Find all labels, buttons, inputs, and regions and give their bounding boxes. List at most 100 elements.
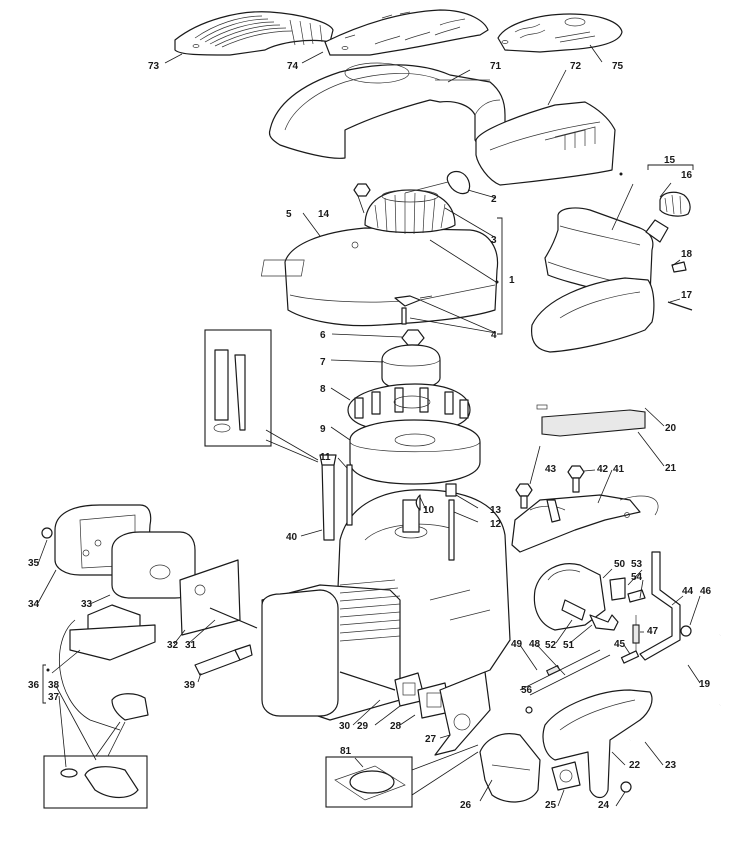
callout-14[interactable]: 14 <box>318 209 330 220</box>
callout-25[interactable]: 25 <box>545 800 557 811</box>
carburetor-26[interactable] <box>479 733 541 803</box>
callout-42[interactable]: 42 <box>597 464 609 475</box>
callout-31[interactable]: 31 <box>185 640 197 651</box>
callout-28[interactable]: 28 <box>390 721 402 732</box>
stud-31[interactable] <box>209 607 258 629</box>
clamp-53[interactable] <box>609 577 626 601</box>
muffler-gasket-32[interactable] <box>179 559 241 636</box>
starter-cup-7[interactable] <box>381 344 441 391</box>
callout-18[interactable]: 18 <box>681 249 693 260</box>
callout-1[interactable]: 1 <box>509 275 515 286</box>
engine-shroud-71[interactable] <box>268 62 506 159</box>
callout-47[interactable]: 47 <box>647 626 659 637</box>
screw-42[interactable] <box>567 465 585 493</box>
governor-lever-44[interactable] <box>639 551 681 661</box>
dipstick-tube-40[interactable] <box>319 454 337 541</box>
callout-71[interactable]: 71 <box>490 61 502 72</box>
callout-74[interactable]: 74 <box>287 61 299 72</box>
pawl-kit-4[interactable] <box>394 295 433 325</box>
callout-12[interactable]: 12 <box>490 519 502 530</box>
callout-37[interactable]: 37 <box>48 692 60 703</box>
callout-20[interactable]: 20 <box>665 423 677 434</box>
stud-12[interactable] <box>448 499 455 561</box>
callout-81[interactable]: 81 <box>340 746 352 757</box>
stud-30[interactable] <box>339 671 396 691</box>
callout-75[interactable]: 75 <box>612 61 624 72</box>
callout-54[interactable]: 54 <box>631 572 643 583</box>
callout-19[interactable]: 19 <box>699 679 711 690</box>
air-filter-element-21[interactable] <box>541 409 646 437</box>
callout-4[interactable]: 4 <box>491 330 497 341</box>
callout-34[interactable]: 34 <box>28 599 40 610</box>
brake-plate-41[interactable] <box>511 494 659 553</box>
callout-43[interactable]: 43 <box>545 464 557 475</box>
callout-10[interactable]: 10 <box>423 505 435 516</box>
callout-46[interactable]: 46 <box>700 586 712 597</box>
callout-6[interactable]: 6 <box>320 330 326 341</box>
callout-21[interactable]: 21 <box>665 463 677 474</box>
nut-35[interactable] <box>41 527 53 539</box>
bushing-52[interactable] <box>561 599 586 621</box>
callout-9[interactable]: 9 <box>320 424 326 435</box>
fan-housing-5[interactable] <box>260 227 499 327</box>
callout-15[interactable]: 15 <box>664 155 676 166</box>
callout-22[interactable]: 22 <box>629 760 641 771</box>
governor-link-48[interactable] <box>519 649 611 696</box>
governor-bracket-50[interactable] <box>533 563 606 631</box>
callout-36[interactable]: 36 <box>28 680 40 691</box>
recoil-starter-1[interactable] <box>364 189 456 235</box>
stud-11[interactable] <box>346 464 353 526</box>
callout-41[interactable]: 41 <box>613 464 625 475</box>
callout-73[interactable]: 73 <box>148 61 160 72</box>
fuel-cap-16[interactable] <box>659 191 691 217</box>
side-shroud-72[interactable] <box>475 101 616 186</box>
callout-52[interactable]: 52 <box>545 640 557 651</box>
callout-7[interactable]: 7 <box>320 357 326 368</box>
callout-33[interactable]: 33 <box>81 599 93 610</box>
callout-49[interactable]: 49 <box>511 639 523 650</box>
fan-8[interactable] <box>347 383 471 433</box>
key-10[interactable] <box>415 494 421 511</box>
nut-14[interactable] <box>353 183 371 197</box>
round-vent-cover-75[interactable] <box>497 13 623 53</box>
callout-53[interactable]: 53 <box>631 559 643 570</box>
top-cover-slotted-74[interactable] <box>324 9 489 56</box>
callout-13[interactable]: 13 <box>490 505 502 516</box>
callout-23[interactable]: 23 <box>665 760 677 771</box>
callout-38[interactable]: 38 <box>48 680 60 691</box>
callout-35[interactable]: 35 <box>28 558 40 569</box>
air-filter-cover-20[interactable] <box>530 277 655 410</box>
callout-32[interactable]: 32 <box>167 640 179 651</box>
callout-39[interactable]: 39 <box>184 680 196 691</box>
callout-72[interactable]: 72 <box>570 61 582 72</box>
callout-26[interactable]: 26 <box>460 800 472 811</box>
flywheel-9[interactable] <box>349 419 481 485</box>
gasket-25[interactable] <box>551 761 581 791</box>
callout-50[interactable]: 50 <box>614 559 626 570</box>
nut-6[interactable] <box>401 329 425 346</box>
ignition-coil-36[interactable] <box>58 604 156 731</box>
spacer-13[interactable] <box>445 483 457 497</box>
callout-8[interactable]: 8 <box>320 384 326 395</box>
callout-56[interactable]: 56 <box>521 685 533 696</box>
tank-screw-18[interactable] <box>671 261 687 273</box>
callout-3[interactable]: 3 <box>491 235 497 246</box>
callout-40[interactable]: 40 <box>286 532 298 543</box>
callout-51[interactable]: 51 <box>563 640 575 651</box>
hose-23[interactable] <box>629 702 721 743</box>
callout-29[interactable]: 29 <box>357 721 369 732</box>
callout-27[interactable]: 27 <box>425 734 437 745</box>
screw-51[interactable] <box>589 614 619 631</box>
spark-plug-cap-38[interactable] <box>111 693 149 721</box>
spark-plug-39[interactable] <box>194 644 253 676</box>
nut-46[interactable] <box>680 625 692 637</box>
callout-44[interactable]: 44 <box>682 586 694 597</box>
callout-5[interactable]: 5 <box>286 209 292 220</box>
callout-17[interactable]: 17 <box>681 290 693 301</box>
callout-30[interactable]: 30 <box>339 721 351 732</box>
callout-45[interactable]: 45 <box>614 639 626 650</box>
bolt-45[interactable] <box>620 650 640 664</box>
air-filter-base-22[interactable] <box>542 689 653 799</box>
callout-11[interactable]: 11 <box>320 452 331 463</box>
governor-spring-47[interactable] <box>632 615 640 655</box>
